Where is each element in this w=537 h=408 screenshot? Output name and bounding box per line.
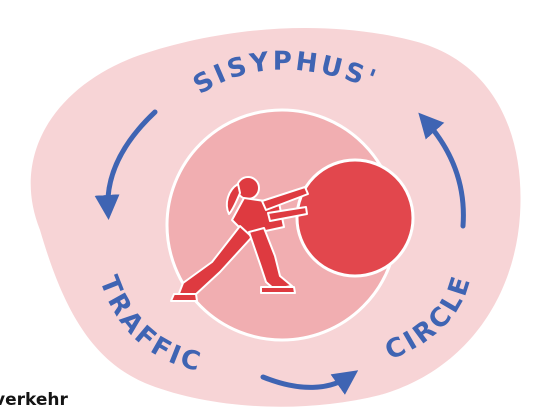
boulder-icon bbox=[297, 160, 413, 276]
caption-text: verkehr bbox=[0, 390, 68, 408]
